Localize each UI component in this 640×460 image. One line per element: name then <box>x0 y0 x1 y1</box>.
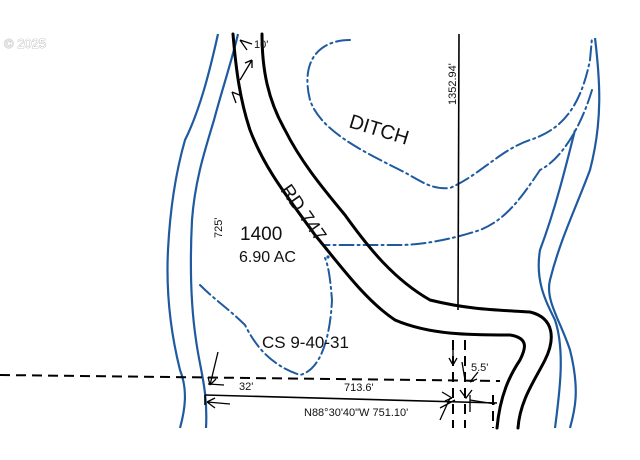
bearing-label: N88°30'40"W 751.10' <box>304 407 408 419</box>
dimension-west: 725' <box>213 218 225 238</box>
road-west-edge <box>231 32 526 430</box>
ditch-line-north <box>306 37 593 190</box>
creek-east-outer <box>547 37 601 429</box>
ditch-line-east <box>324 89 593 246</box>
dimension-713: 713.6' <box>344 382 374 394</box>
survey-line-north <box>457 33 460 311</box>
ditch-label: DITCH <box>347 111 412 150</box>
dimension-top: 10' <box>254 39 268 51</box>
creek-west-outer <box>166 33 220 429</box>
dimension-32: 32' <box>239 381 253 393</box>
survey-dashed-line <box>0 374 501 382</box>
road-label: RD 747 <box>276 181 330 246</box>
creek-west-inner <box>189 33 240 429</box>
survey-label: CS 9-40-31 <box>262 333 349 352</box>
lot-number: 1400 <box>240 224 282 245</box>
creek-east-inner <box>537 129 577 429</box>
road-marker <box>326 255 330 259</box>
dimension-5-5: 5.5' <box>471 362 488 374</box>
dimension-arrows <box>206 39 496 421</box>
dimension-north: 1352.94' <box>447 63 459 105</box>
road-east-edge <box>260 32 553 430</box>
lot-acreage: 6.90 AC <box>239 249 296 266</box>
watermark-text: © 2025 <box>4 36 46 51</box>
ditch-line-southwest <box>199 257 334 377</box>
